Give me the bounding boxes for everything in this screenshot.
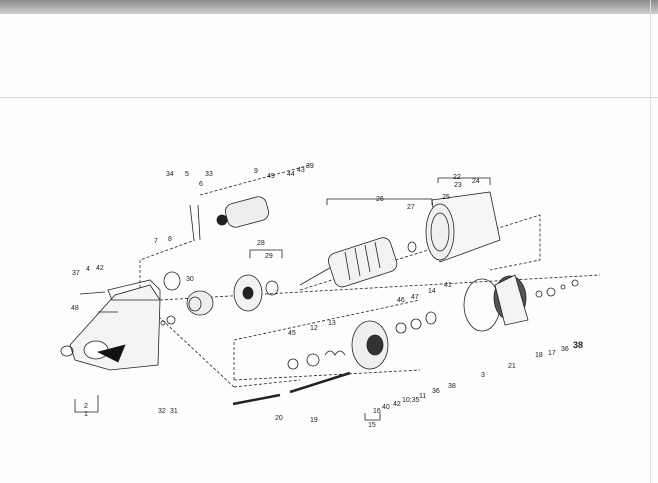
callout-10-35: 10;35 [402,397,420,404]
callout-12: 12 [310,325,318,332]
callout-4: 4 [86,266,90,273]
callout-30: 30 [186,276,194,283]
callout-11: 11 [419,393,427,400]
callout-44: 44 [287,171,295,178]
callout-43: 43 [297,167,305,174]
callout-36b: 36 [561,346,569,353]
commutator-end-frame-15 [351,320,389,370]
callout-22: 22 [453,174,461,181]
callout-23: 23 [454,182,462,189]
pinion-drive-30 [186,290,214,316]
callout-29: 29 [265,253,273,260]
solenoid-9 [216,196,269,228]
callout-19: 19 [310,417,318,424]
callout-25: 25 [442,194,450,201]
callout-6: 6 [199,181,203,188]
scan-edge [650,0,651,483]
bushing-27 [407,241,417,253]
callout-8: 8 [168,236,172,243]
callout-13: 13 [328,320,336,327]
callout-49: 49 [267,173,275,180]
callout-38: 38 [448,383,456,390]
callout-28: 28 [257,240,265,247]
armature-26 [299,237,398,288]
callout-48: 48 [71,305,79,312]
drive-end-housing [69,279,161,371]
ring-8 [163,271,181,291]
callout-24: 24 [472,178,480,185]
callout-42: 42 [96,265,104,272]
callout-2: 2 [84,403,88,410]
callout-14: 14 [428,288,436,295]
bushing-2 [60,345,74,357]
callout-5: 5 [185,171,189,178]
callout-16: 16 [373,408,381,415]
callout-31: 31 [170,408,178,415]
callout-15: 15 [368,422,376,429]
callout-33: 33 [205,171,213,178]
callout-36: 36 [432,388,440,395]
callout-17: 17 [548,350,556,357]
scan-line [0,97,658,98]
callout-7: 7 [154,238,158,245]
callout-18: 18 [535,352,543,359]
callout-21: 21 [508,363,516,370]
shift-fork-5 [189,204,201,241]
callout-45: 45 [288,330,296,337]
callout-32: 32 [158,408,166,415]
callout-39: 39 [306,163,314,170]
callout-42b: 42 [393,401,401,408]
callout-41: 41 [444,282,452,289]
cover-21 [493,274,529,326]
callout-1: 1 [84,411,88,418]
callout-47: 47 [411,294,419,301]
callout-37: 37 [72,270,80,277]
small-parts [79,279,579,406]
field-frame-22 [425,191,501,263]
callout-34: 34 [166,171,174,178]
callout-27: 27 [407,204,415,211]
callout-9: 9 [254,168,258,175]
callout-20: 20 [275,415,283,422]
callout-38b: 38 [573,340,584,350]
leader-lines [74,177,491,421]
callout-46: 46 [397,297,405,304]
callout-40: 40 [382,404,390,411]
intermediate-bearing-28 [233,274,263,312]
callout-26: 26 [376,196,384,203]
scan-top-band [0,0,658,14]
callout-3: 3 [481,372,485,379]
bushing-29 [265,280,279,296]
assembly-axes [139,164,601,388]
